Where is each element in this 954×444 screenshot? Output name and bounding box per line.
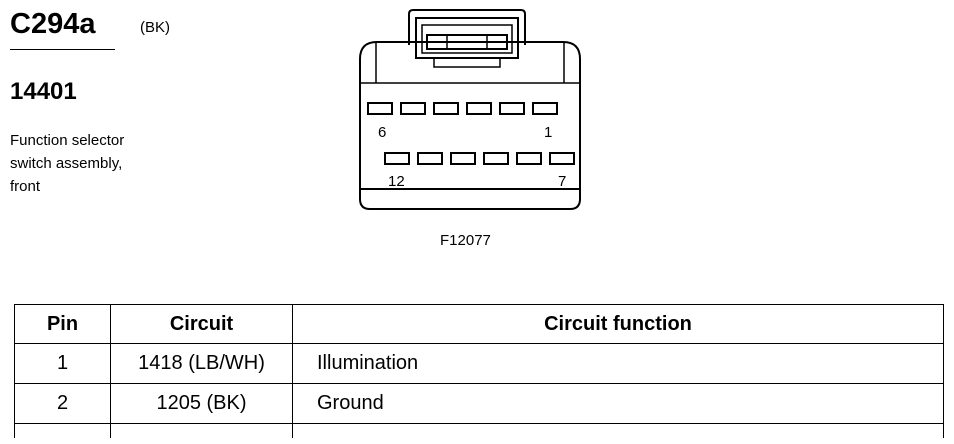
pin-label-6: 6 [378, 124, 386, 141]
terminal-cavity [400, 102, 426, 115]
pin-cell: 2 [14, 383, 111, 424]
table-row: 1 1418 (LB/WH) Illumination [14, 343, 944, 384]
circuit-function-cell: Illumination [292, 343, 944, 384]
terminal-cavity [417, 152, 443, 165]
pin-table: Pin Circuit Circuit function 1 1418 (LB/… [14, 304, 944, 438]
table-row: 2 1205 (BK) Ground [14, 383, 944, 424]
description-line: front [10, 178, 41, 195]
connector-body [359, 41, 581, 210]
table-row-cut-off [14, 423, 944, 438]
connector-id: C294a [10, 8, 96, 40]
description-line: switch assembly, [10, 155, 123, 172]
terminal-cavity [549, 152, 575, 165]
figure-id: F12077 [440, 232, 491, 249]
terminal-cavity [433, 102, 459, 115]
terminal-cavity [384, 152, 410, 165]
connector-color: (BK) [140, 19, 170, 36]
connector-id-underline [10, 49, 115, 50]
component-description: Function selector switch assembly, front [10, 129, 210, 198]
description-line: Function selector [10, 132, 125, 149]
table-header-row: Pin Circuit Circuit function [14, 304, 944, 344]
pin-label-1: 1 [544, 124, 552, 141]
pin-cell: 1 [14, 343, 111, 384]
circuit-cell: 1205 (BK) [110, 383, 293, 424]
latch-outer-frame [415, 17, 519, 59]
pin-label-7: 7 [558, 173, 566, 190]
empty-cell [14, 423, 111, 438]
terminal-cavity [499, 102, 525, 115]
empty-cell [292, 423, 944, 438]
circuit-cell: 1418 (LB/WH) [110, 343, 293, 384]
terminal-cavity [532, 102, 558, 115]
connector-latch [408, 9, 526, 45]
circuit-function-cell: Ground [292, 383, 944, 424]
terminal-cavity [450, 152, 476, 165]
terminal-cavity [466, 102, 492, 115]
column-header-circuit: Circuit [110, 304, 293, 344]
part-number: 14401 [10, 78, 77, 105]
pin-label-12: 12 [388, 173, 405, 190]
terminal-cavity [483, 152, 509, 165]
column-header-circuit-function: Circuit function [292, 304, 944, 344]
connector-face-diagram: 6 1 12 7 [359, 9, 581, 210]
latch-inner-frame [421, 24, 513, 54]
empty-cell [110, 423, 293, 438]
terminal-cavity [516, 152, 542, 165]
column-header-pin: Pin [14, 304, 111, 344]
terminal-cavity [367, 102, 393, 115]
